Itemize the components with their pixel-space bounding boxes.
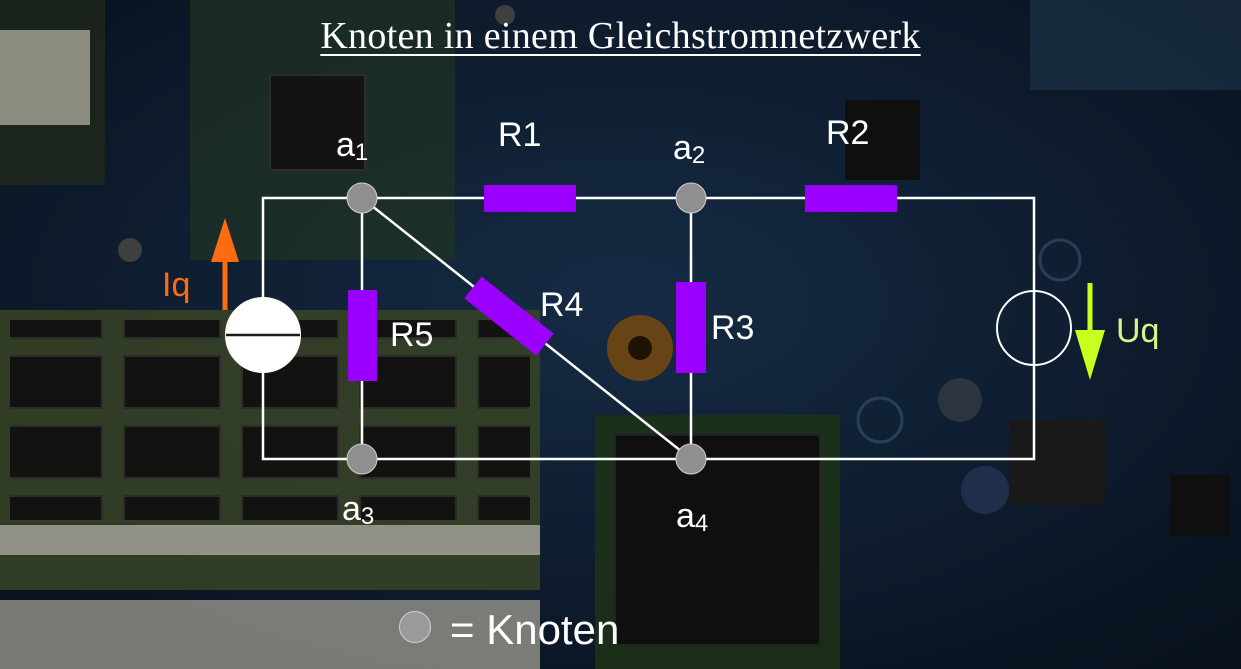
legend-text: = Knoten — [450, 606, 620, 653]
current-source-label: Iq — [162, 266, 191, 304]
current-arrow-icon — [211, 218, 239, 310]
resistor-label-r3: R3 — [711, 309, 755, 347]
resistor-r1 — [484, 185, 576, 212]
node-a4 — [675, 443, 707, 475]
voltage-arrow-icon — [1075, 283, 1105, 380]
resistor-r4 — [464, 276, 554, 356]
legend-node-icon — [399, 611, 431, 643]
resistor-r5 — [348, 290, 377, 381]
resistor-r3 — [676, 282, 706, 373]
node-label-a3: a3 — [342, 490, 375, 530]
resistor-label-r4: R4 — [540, 286, 584, 324]
voltage-source — [996, 290, 1072, 366]
page-title: Knoten in einem Gleichstromnetzwerk — [320, 15, 921, 57]
node-a3 — [346, 443, 378, 475]
voltage-source-label: Uq — [1116, 312, 1160, 350]
node-label-a1: a1 — [336, 126, 369, 166]
node-label-a4: a4 — [676, 497, 709, 537]
resistor-label-r2: R2 — [826, 114, 870, 152]
resistor-r2 — [805, 185, 897, 212]
current-source — [225, 297, 301, 373]
node-a2 — [675, 182, 707, 214]
resistor-label-r5: R5 — [390, 316, 434, 354]
resistor-label-r1: R1 — [498, 116, 542, 154]
node-a1 — [346, 182, 378, 214]
node-label-a2: a2 — [673, 129, 706, 169]
